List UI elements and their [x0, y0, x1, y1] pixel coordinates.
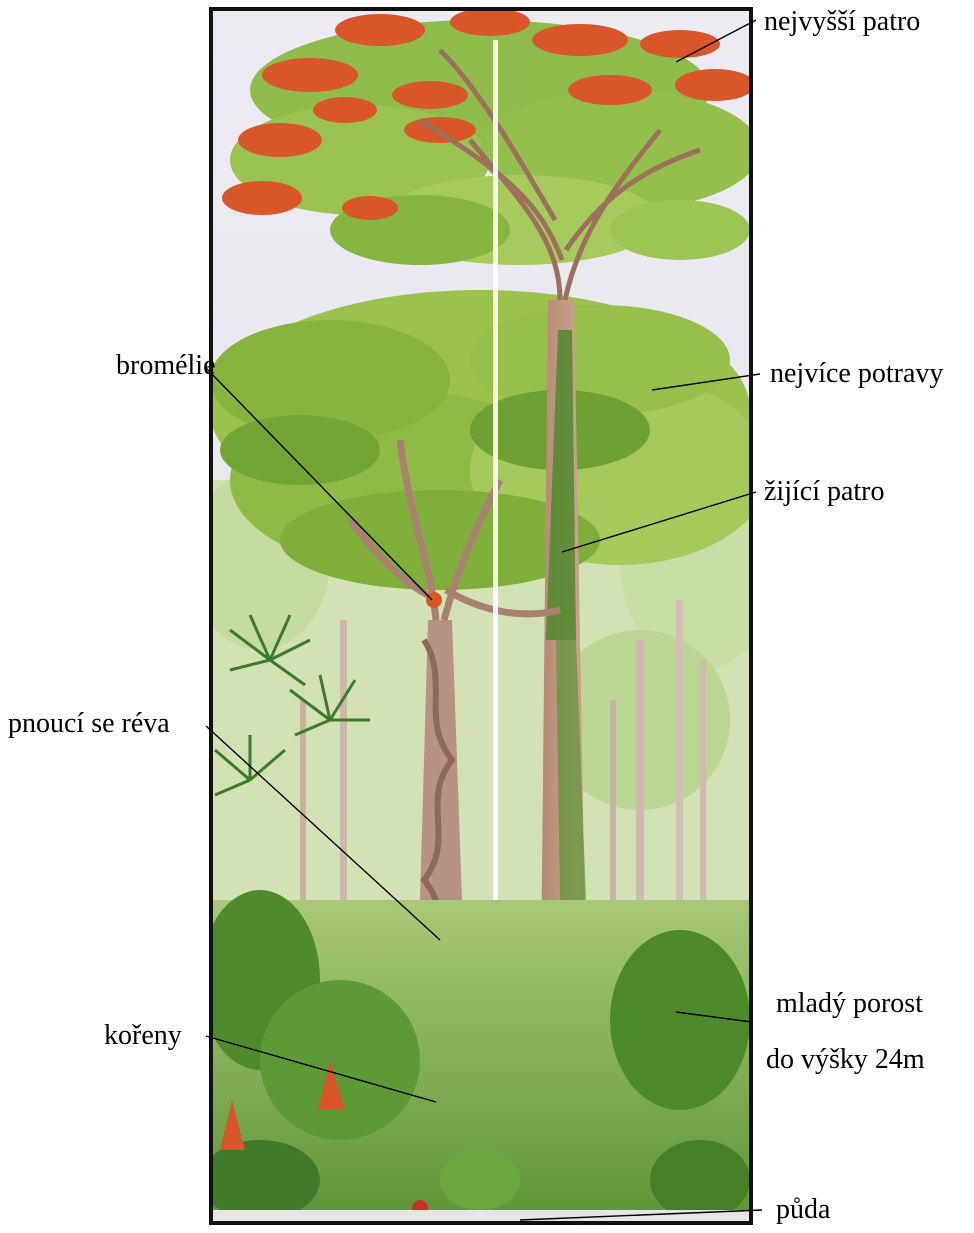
label-emergent-layer: nejvyšší patro [764, 8, 920, 36]
label-young-growth-height: do výšky 24m [766, 1046, 925, 1074]
label-living-layer: žijící patro [764, 478, 885, 506]
label-soil: půda [776, 1196, 830, 1224]
label-most-food: nejvíce potravy [770, 360, 943, 388]
label-bromeliad: bromélie [116, 352, 216, 380]
middle-canopy [210, 290, 770, 590]
undergrowth [200, 890, 750, 1222]
label-young-growth: mladý porost [776, 990, 923, 1018]
label-roots: kořeny [104, 1022, 182, 1050]
label-climbing-vine: pnoucí se réva [8, 710, 170, 738]
